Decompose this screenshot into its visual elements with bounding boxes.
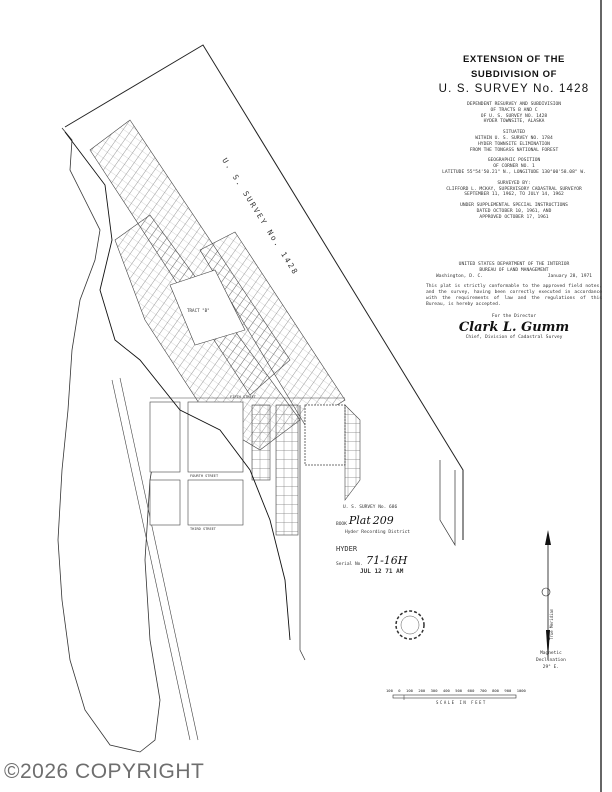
situated-line: WITHIN U. S. SURVEY NO. 1784	[475, 135, 553, 141]
instructions-line: DATED OCTOBER 10, 1961, AND	[476, 208, 552, 214]
signature: Clark L. Gumm	[458, 320, 570, 336]
tract-b	[169, 269, 246, 346]
title-line-2: SUBDIVISION OF	[471, 69, 557, 80]
block-south-3	[149, 479, 181, 526]
sheet-edge	[600, 0, 602, 792]
position-line: GEOGRAPHIC POSITION	[487, 158, 541, 164]
scale-tick: 100	[406, 688, 413, 693]
book-handwritten: Plat	[348, 514, 371, 527]
situated-line: FROM THE TONGASS NATIONAL FOREST	[469, 147, 559, 153]
scale-tick: 900	[504, 688, 512, 693]
scale-bar	[392, 694, 517, 700]
situated-line: SITUATED	[502, 130, 526, 136]
scale-ticks: 100 0 100 200 300 400 500 600 700 800 90…	[386, 688, 526, 693]
book-label: BOOK	[336, 522, 347, 527]
scale-label: SCALE IN FEET	[436, 700, 487, 705]
shore-road	[111, 379, 191, 741]
surveyed-line: CLIFFORD L. MCKAY, SUPERVISORY CADASTRAL…	[446, 186, 582, 192]
instructions-line: UNDER SUPPLEMENTAL SPECIAL INSTRUCTIONS	[460, 203, 568, 209]
cert-bureau: BUREAU OF LAND MANAGEMENT	[479, 267, 549, 273]
cert-date: January 28, 1971	[547, 273, 592, 279]
desc-line: OF U. S. SURVEY NO. 1428	[480, 113, 548, 119]
situated-line: HYDER TOWNSITE ELIMINATION	[478, 141, 550, 147]
scale-tick: 0	[398, 688, 401, 693]
surveyed-line: SEPTEMBER 11, 1962, TO JULY 14, 1962	[464, 192, 564, 198]
surveyed-line: SURVEYED BY:	[497, 180, 531, 186]
scale-tick: 800	[492, 688, 499, 693]
cert-for: For the Director	[491, 313, 537, 319]
southeast-boundary	[299, 405, 306, 661]
position-line: OF CORNER NO. 1	[493, 164, 535, 170]
block-south-2	[187, 479, 244, 526]
declination-line: Magnetic	[540, 651, 562, 656]
district-stamp: Hyder Recording District	[345, 530, 411, 535]
instructions-line: APPROVED OCTOBER 17, 1961	[479, 214, 549, 220]
declination-note: Magnetic Declination 29° E.	[536, 650, 566, 671]
scale-tick: 700	[479, 688, 487, 693]
meander-line	[64, 131, 291, 641]
copyright-watermark: ©2026 COPYRIGHT	[4, 760, 205, 783]
scale-tick: 200	[418, 688, 426, 693]
scale-tick: 300	[430, 688, 438, 693]
title-line-1: EXTENSION OF THE	[463, 54, 565, 65]
declination-line: Declination	[536, 658, 566, 663]
scale-tick: 100	[386, 688, 393, 693]
serial-label: Serial No.	[336, 562, 364, 567]
lots-waterfront	[344, 404, 361, 501]
tract-b-label: TRACT "B"	[187, 308, 210, 313]
title-block: EXTENSION OF THE SUBDIVISION OF U. S. SU…	[418, 52, 610, 221]
cert-place: Washington, D. C.	[436, 273, 484, 279]
desc-line: DEPENDENT RESURVEY AND SUBDIVISION	[466, 102, 562, 107]
desc-line: HYDER TOWNSITE, ALASKA	[483, 119, 545, 125]
declination-line: 29° E.	[542, 665, 560, 670]
title-line-3: U. S. SURVEY No. 1428	[438, 83, 590, 95]
lots-south-a	[275, 404, 299, 536]
cert-dept: UNITED STATES DEPARTMENT OF THE INTERIOR	[458, 262, 570, 267]
street-third: THIRD STREET	[190, 527, 217, 531]
acceptance-certificate: UNITED STATES DEPARTMENT OF THE INTERIOR…	[426, 262, 602, 341]
lots-south-b	[251, 404, 271, 481]
street-fifth: FIFTH STREET	[230, 395, 257, 399]
north-arrow-icon: True Meridian	[541, 530, 554, 660]
serial-stamp: Serial No. 71-16H	[336, 554, 407, 567]
survey-stamp: U. S. SURVEY No. 686	[343, 505, 398, 510]
cert-body: This plat is strictly conformable to the…	[426, 284, 602, 307]
desc-line: OF TRACTS B AND C	[490, 107, 538, 113]
seal	[395, 610, 425, 640]
date-stamp: JUL 12 71 AM	[360, 568, 404, 575]
svg-text:True Meridian: True Meridian	[549, 608, 554, 640]
survey-boundary	[64, 44, 464, 540]
place-stamp: HYDER	[336, 545, 358, 553]
block-us686	[304, 404, 346, 466]
coastline	[57, 127, 161, 753]
position-line: LATITUDE 55°54'50.21" N., LONGITUDE 130°…	[442, 169, 586, 175]
cert-chief: Chief, Division of Cadastral Survey	[465, 335, 563, 341]
scale-tick: 1000	[516, 688, 526, 693]
book-stamp: BOOK Plat 209	[336, 514, 394, 527]
street-fourth: FOURTH STREET	[190, 474, 219, 478]
scale-tick: 500	[455, 688, 463, 693]
scale-tick: 400	[442, 688, 450, 693]
block-south-1	[187, 401, 244, 473]
scale-tick: 600	[467, 688, 475, 693]
block-south-4	[149, 401, 181, 473]
serial-number: 71-16H	[366, 554, 408, 567]
lot-blocks-east	[199, 231, 346, 426]
page-handwritten: 209	[372, 514, 394, 527]
